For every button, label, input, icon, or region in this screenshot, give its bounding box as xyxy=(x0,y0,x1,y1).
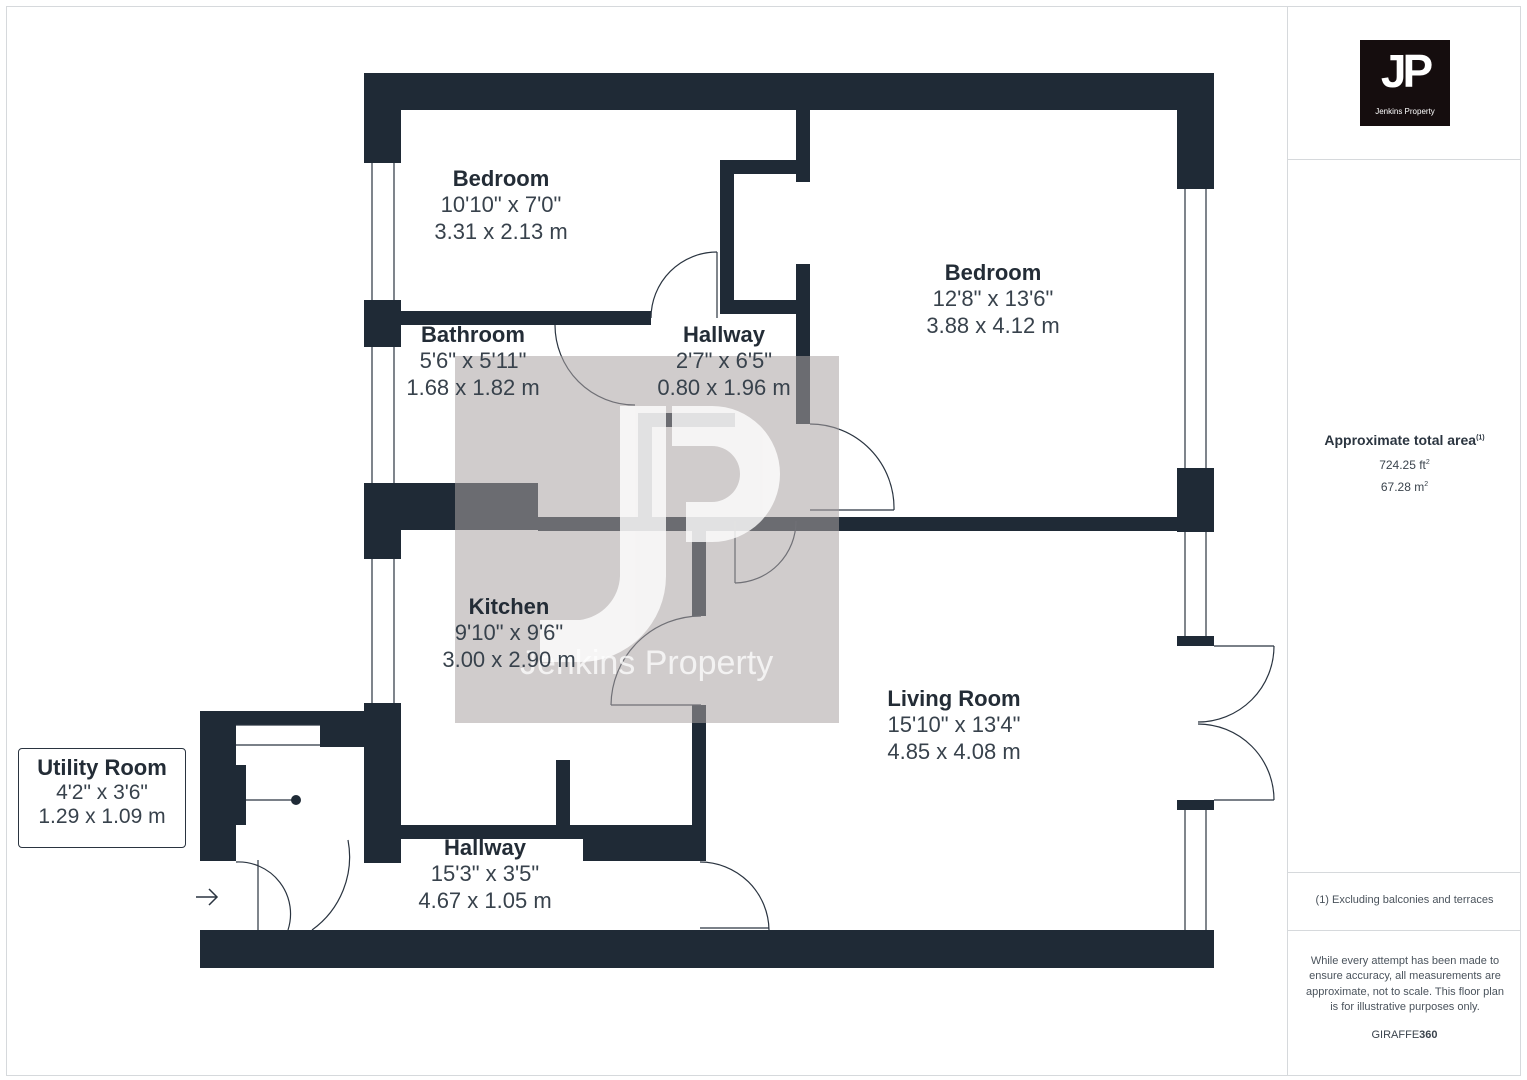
room-metric: 1.29 x 1.09 m xyxy=(38,805,166,828)
room-bathroom: Bathroom 5'6" x 5'11" 1.68 x 1.82 m xyxy=(406,322,539,401)
area-title: Approximate total area(1) xyxy=(1324,432,1485,448)
room-metric: 3.88 x 4.12 m xyxy=(926,312,1060,338)
watermark-logo xyxy=(540,406,780,662)
floor-plan xyxy=(196,73,1275,968)
room-metric: 4.67 x 1.05 m xyxy=(418,887,552,913)
room-metric: 0.80 x 1.96 m xyxy=(657,374,791,400)
area-metric: 67.28 m2 xyxy=(1380,480,1429,494)
page-frame xyxy=(6,6,1521,1076)
divider xyxy=(1288,159,1521,160)
room-imperial: 10'10" x 7'0" xyxy=(440,192,562,218)
room-name: Bathroom xyxy=(421,322,525,347)
watermark-brand: Jenkins Property xyxy=(520,644,774,682)
room-name: Living Room xyxy=(887,686,1021,711)
room-imperial: 9'10" x 9'6" xyxy=(454,620,564,646)
room-metric: 3.31 x 2.13 m xyxy=(434,218,568,244)
room-hallway-2: Hallway 15'3" x 3'5" 4.67 x 1.05 m xyxy=(418,835,551,914)
room-imperial: 5'6" x 5'11" xyxy=(419,348,527,374)
logo-brand: Jenkins Property xyxy=(1375,107,1435,116)
room-metric: 4.85 x 4.08 m xyxy=(887,738,1021,764)
divider xyxy=(1288,930,1521,931)
utility-fixture xyxy=(291,795,301,805)
room-living: Living Room 15'10" x 13'4" 4.85 x 4.08 m xyxy=(887,686,1020,765)
room-metric: 3.00 x 2.90 m xyxy=(442,646,576,672)
logo-initials: JP xyxy=(1380,45,1433,97)
room-name: Hallway xyxy=(683,322,765,347)
room-kitchen: Kitchen 9'10" x 9'6" 3.00 x 2.90 m xyxy=(442,594,575,673)
area-imperial: 724.25 ft2 xyxy=(1379,458,1430,472)
room-name: Hallway xyxy=(444,835,526,860)
divider xyxy=(1288,872,1521,873)
room-name: Bedroom xyxy=(452,166,550,191)
room-utility: Utility Room 4'2" x 3'6" 1.29 x 1.09 m xyxy=(18,748,186,848)
disclaimer: While every attempt has been made to ens… xyxy=(1306,955,1504,1014)
room-imperial: 2'7" x 6'5" xyxy=(675,348,773,374)
credit: GIRAFFE360 xyxy=(1371,1029,1438,1041)
room-imperial: 4'2" x 3'6" xyxy=(56,781,148,804)
room-name: Bedroom xyxy=(944,260,1042,285)
room-imperial: 12'8" x 13'6" xyxy=(932,286,1054,312)
room-bedroom-2: Bedroom 12'8" x 13'6" 3.88 x 4.12 m xyxy=(926,260,1059,339)
footnote: (1) Excluding balconies and terraces xyxy=(1315,894,1494,906)
entrance-arrow-icon xyxy=(196,888,219,906)
room-name: Utility Room xyxy=(37,755,167,780)
brand-logo: JP Jenkins Property xyxy=(1360,40,1450,126)
room-bedroom-1: Bedroom 10'10" x 7'0" 3.31 x 2.13 m xyxy=(434,166,567,245)
room-imperial: 15'10" x 13'4" xyxy=(887,712,1021,738)
room-metric: 1.68 x 1.82 m xyxy=(406,374,540,400)
room-imperial: 15'3" x 3'5" xyxy=(430,861,540,887)
room-name: Kitchen xyxy=(468,594,550,619)
info-sidebar: JP Jenkins Property Approximate total ar… xyxy=(1287,6,1521,1076)
room-hallway-1: Hallway 2'7" x 6'5" 0.80 x 1.96 m xyxy=(657,322,790,401)
windows xyxy=(236,163,1207,930)
